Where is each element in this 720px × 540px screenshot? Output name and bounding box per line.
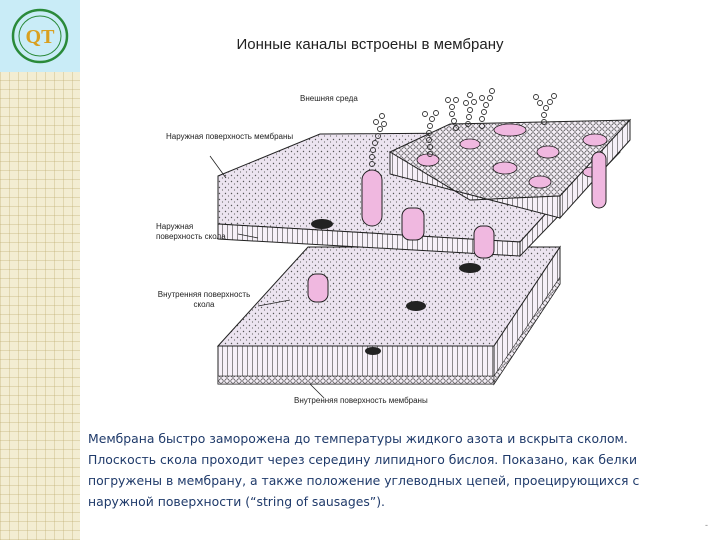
label-inner-fracture-surface: Внутренняя поверхность скола (148, 290, 260, 310)
carbohydrate-chain (463, 92, 477, 127)
carbohydrate-chain (445, 97, 459, 131)
protein (528, 175, 552, 189)
membrane-figure: Внешняя среда Наружная поверхность мембр… (140, 84, 660, 429)
transmembrane-proteins (307, 151, 607, 303)
label-line: скола (193, 300, 215, 309)
carbohydrate-chain (369, 113, 387, 167)
label-external-environment: Внешняя среда (300, 94, 358, 103)
protein-cylinder (473, 225, 495, 259)
pit (459, 263, 481, 273)
protein (493, 123, 527, 137)
label-line: Внутренняя поверхность (157, 290, 251, 299)
corner-mark: - (705, 520, 708, 530)
freeze-fracture-diagram (209, 88, 632, 399)
pit (311, 219, 333, 229)
protein (459, 138, 481, 150)
slide-title: Ионные каналы встроены в мембрану (236, 36, 504, 53)
protein (492, 161, 518, 175)
label-outer-fracture-surface: Наружная поверхность скола (156, 222, 226, 242)
decorative-side-strip (0, 0, 80, 540)
slide-caption: Мембрана быстро заморожена до температур… (88, 431, 640, 509)
inner-fracture-slab (216, 245, 561, 386)
logo-emblem-icon: QT (11, 8, 69, 64)
carbohydrate-chain (479, 88, 495, 129)
protein (416, 153, 440, 167)
carbohydrate-chains (369, 88, 557, 167)
label-outer-membrane-surface: Наружная поверхность мембраны (166, 132, 294, 141)
protein-cylinder (401, 207, 425, 241)
pit (365, 347, 381, 355)
carbohydrate-chain (533, 93, 557, 125)
label-leaders (209, 155, 325, 399)
logo: QT (0, 0, 80, 72)
protein-cylinder (361, 169, 383, 227)
protein-cylinder (307, 273, 329, 303)
protein-cylinder (591, 151, 607, 209)
label-line: поверхность скола (156, 232, 226, 241)
carbohydrate-chain (422, 110, 439, 157)
logo-text: QT (26, 26, 56, 48)
label-line: Наружная (156, 222, 194, 231)
label-inner-membrane-surface: Внутренняя поверхность мембраны (294, 396, 428, 405)
surface-proteins (416, 123, 608, 189)
protein (582, 133, 608, 147)
protein (536, 145, 560, 159)
pit (406, 301, 426, 311)
